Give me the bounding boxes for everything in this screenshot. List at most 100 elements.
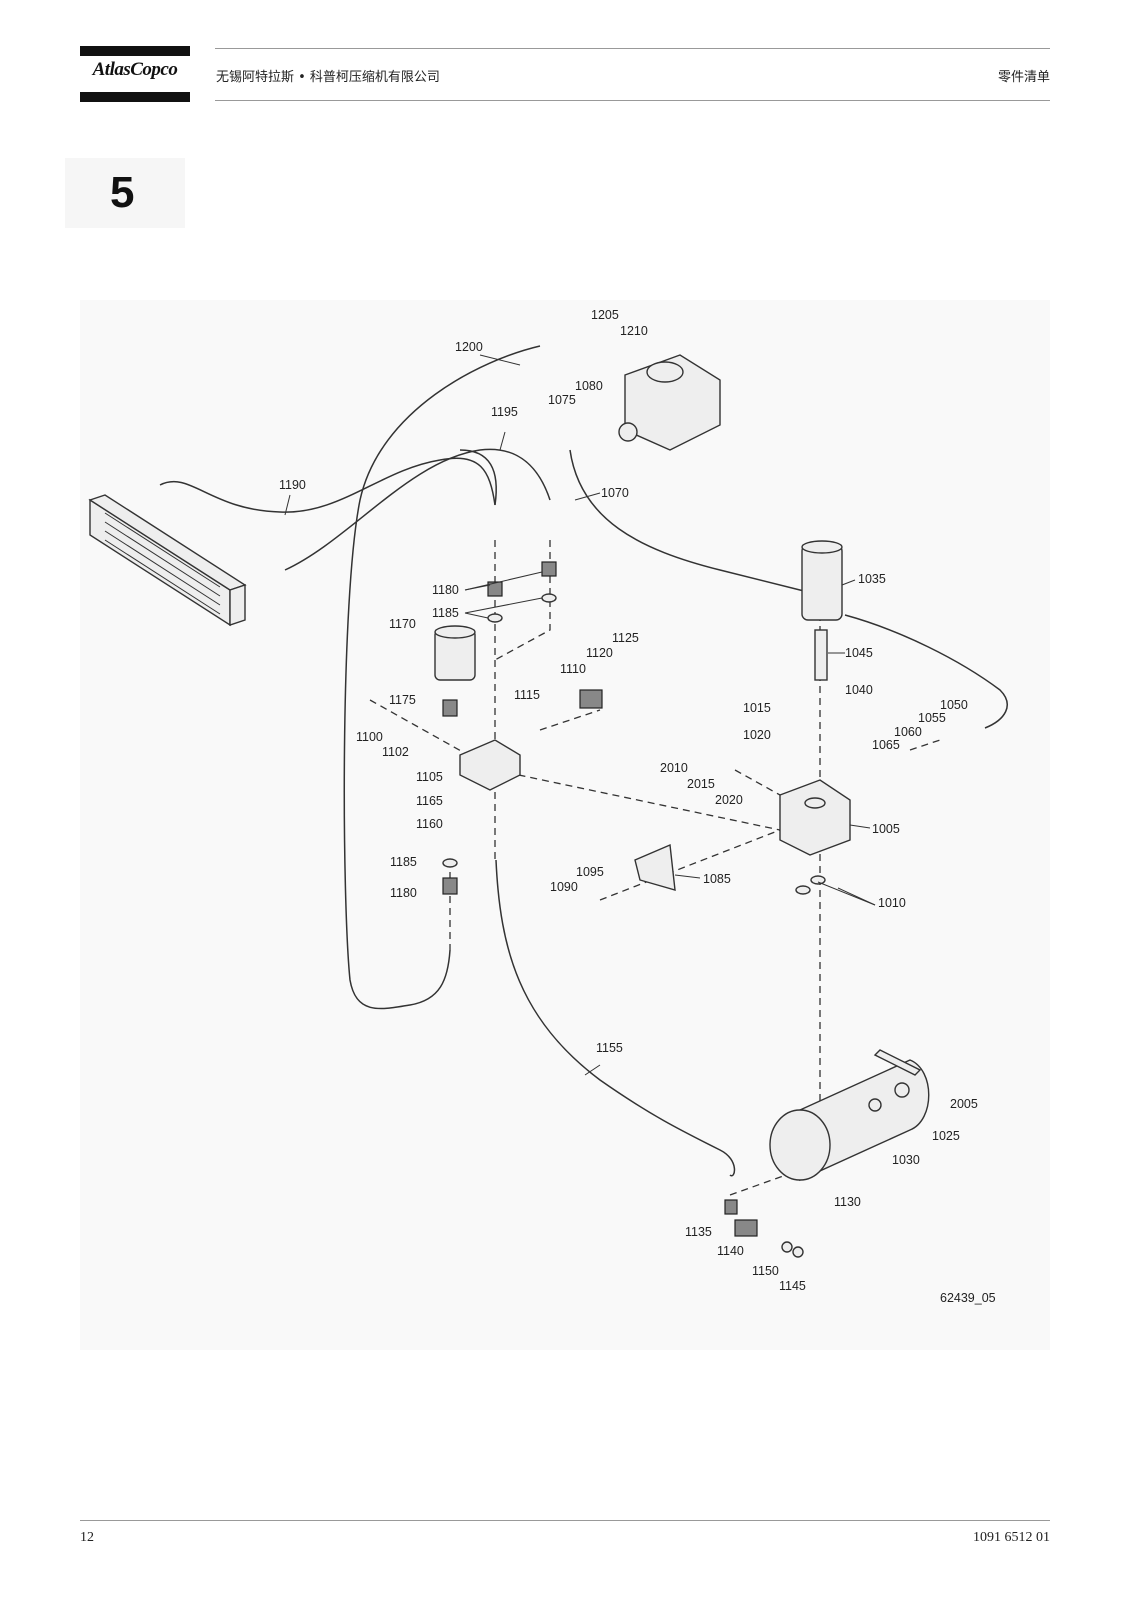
callout-1040: 1040 [845, 683, 873, 697]
callout-1035: 1035 [858, 572, 886, 586]
leader-1200 [479, 354, 521, 366]
drawing-background [80, 300, 1050, 1350]
dash-line-g [539, 709, 601, 731]
callout-1060: 1060 [894, 725, 922, 739]
fitting-1135 [724, 1199, 738, 1215]
leader-1070 [574, 492, 601, 501]
cooler-fins [104, 512, 221, 615]
callout-1160: 1160 [416, 817, 443, 831]
leader-1155 [584, 1064, 601, 1076]
callout-1090: 1090 [550, 880, 578, 894]
callout-1010: 1010 [878, 896, 906, 910]
callout-1180-upper: 1180 [432, 583, 459, 597]
compressor-element [618, 354, 721, 451]
callout-1125: 1125 [612, 631, 639, 645]
separator-tube-1045 [814, 629, 828, 681]
washer-1185-lower [442, 858, 458, 868]
bracket-plate [634, 843, 676, 891]
oil-filter-cap [434, 625, 476, 639]
callout-1155: 1155 [596, 1041, 623, 1055]
o-ring-1010-b [810, 875, 826, 885]
leader-lines [284, 354, 876, 1076]
oil-filter [434, 625, 476, 681]
callout-1055: 1055 [918, 711, 946, 725]
hose-1195b [459, 449, 497, 506]
company-name: 无锡阿特拉斯 • 科普柯压缩机有限公司 [216, 70, 440, 85]
callout-1100: 1100 [356, 730, 383, 744]
callout-1115: 1115 [514, 688, 540, 702]
dash-line-e [599, 829, 781, 901]
washer-1185-upper-left [487, 613, 503, 623]
callout-1080: 1080 [575, 379, 603, 393]
callout-2005: 2005 [950, 1097, 978, 1111]
callout-1205: 1205 [591, 308, 619, 322]
tank-port-1030 [868, 1098, 882, 1112]
callout-1130: 1130 [834, 1195, 861, 1209]
figure-id: 62439_05 [940, 1291, 996, 1305]
fitting-1180-lower [442, 877, 458, 895]
callout-1102: 1102 [382, 745, 409, 759]
document-number: 1091 6512 01 [973, 1530, 1050, 1545]
callout-1065: 1065 [872, 738, 900, 752]
dash-line-h [734, 769, 781, 796]
bracket [634, 843, 676, 891]
header-rule-bottom [215, 100, 1050, 101]
leader-1180-b [464, 571, 543, 591]
callout-1190: 1190 [279, 478, 306, 492]
hose-1200 [343, 345, 541, 1010]
callout-2010: 2010 [660, 761, 688, 775]
callout-1075: 1075 [548, 393, 576, 407]
callout-1030: 1030 [892, 1153, 920, 1167]
valve-block-port [804, 797, 826, 809]
document-type: 零件清单 [997, 70, 1050, 85]
logo-wordmark: AtlasCopco [92, 59, 178, 80]
separator-canister [801, 544, 843, 621]
callout-2015: 2015 [687, 777, 715, 791]
callout-1120: 1120 [586, 646, 613, 660]
valve-block-body [779, 779, 851, 856]
callout-1020: 1020 [743, 728, 771, 742]
tank-mount-2005 [873, 1049, 922, 1076]
callout-1180-lower: 1180 [390, 886, 417, 900]
hose-1155 [495, 859, 736, 1177]
callout-labels: 1205 1210 1200 1080 1075 1195 1190 1070 … [279, 308, 996, 1305]
atlas-copco-logo: AtlasCopco [80, 46, 190, 102]
hose-1190 [159, 457, 496, 513]
fitting-1180-upper-right [541, 561, 557, 577]
logo-bottom-bar [80, 92, 190, 102]
separator-tank [769, 1049, 930, 1182]
washer-1150 [781, 1241, 793, 1253]
filter-head-body [459, 739, 521, 791]
oil-cooler [88, 494, 247, 627]
footer-rule [80, 1520, 1050, 1521]
compressor-inlet [646, 361, 684, 383]
leader-1190 [284, 494, 291, 516]
callout-1095: 1095 [576, 865, 604, 879]
callout-1200: 1200 [455, 340, 483, 354]
logo-top-bar [80, 46, 190, 56]
section-number: 5 [110, 168, 135, 217]
callout-1175: 1175 [389, 693, 416, 707]
leader-1185-b [464, 597, 543, 614]
tank-end-cap [769, 1109, 831, 1181]
leader-1010-b [837, 887, 876, 906]
tank-port-1025 [894, 1082, 910, 1098]
callout-1050: 1050 [940, 698, 968, 712]
separator-element [801, 540, 843, 681]
page-number: 12 [80, 1530, 94, 1545]
washer-1185-upper-right [541, 593, 557, 603]
callout-1005: 1005 [872, 822, 900, 836]
callout-1110: 1110 [560, 662, 586, 676]
fitting-1175 [442, 699, 458, 717]
callout-1085: 1085 [703, 872, 731, 886]
separator-cap [801, 540, 843, 554]
o-ring-1010-a [795, 885, 811, 895]
callout-1025: 1025 [932, 1129, 960, 1143]
callout-1195: 1195 [491, 405, 518, 419]
leader-1185-a [464, 612, 489, 619]
callout-1170: 1170 [389, 617, 416, 631]
callout-1135: 1135 [685, 1225, 712, 1239]
callout-1150: 1150 [752, 1264, 779, 1278]
callout-1185-upper: 1185 [432, 606, 459, 620]
header-rule-top [215, 48, 1050, 49]
